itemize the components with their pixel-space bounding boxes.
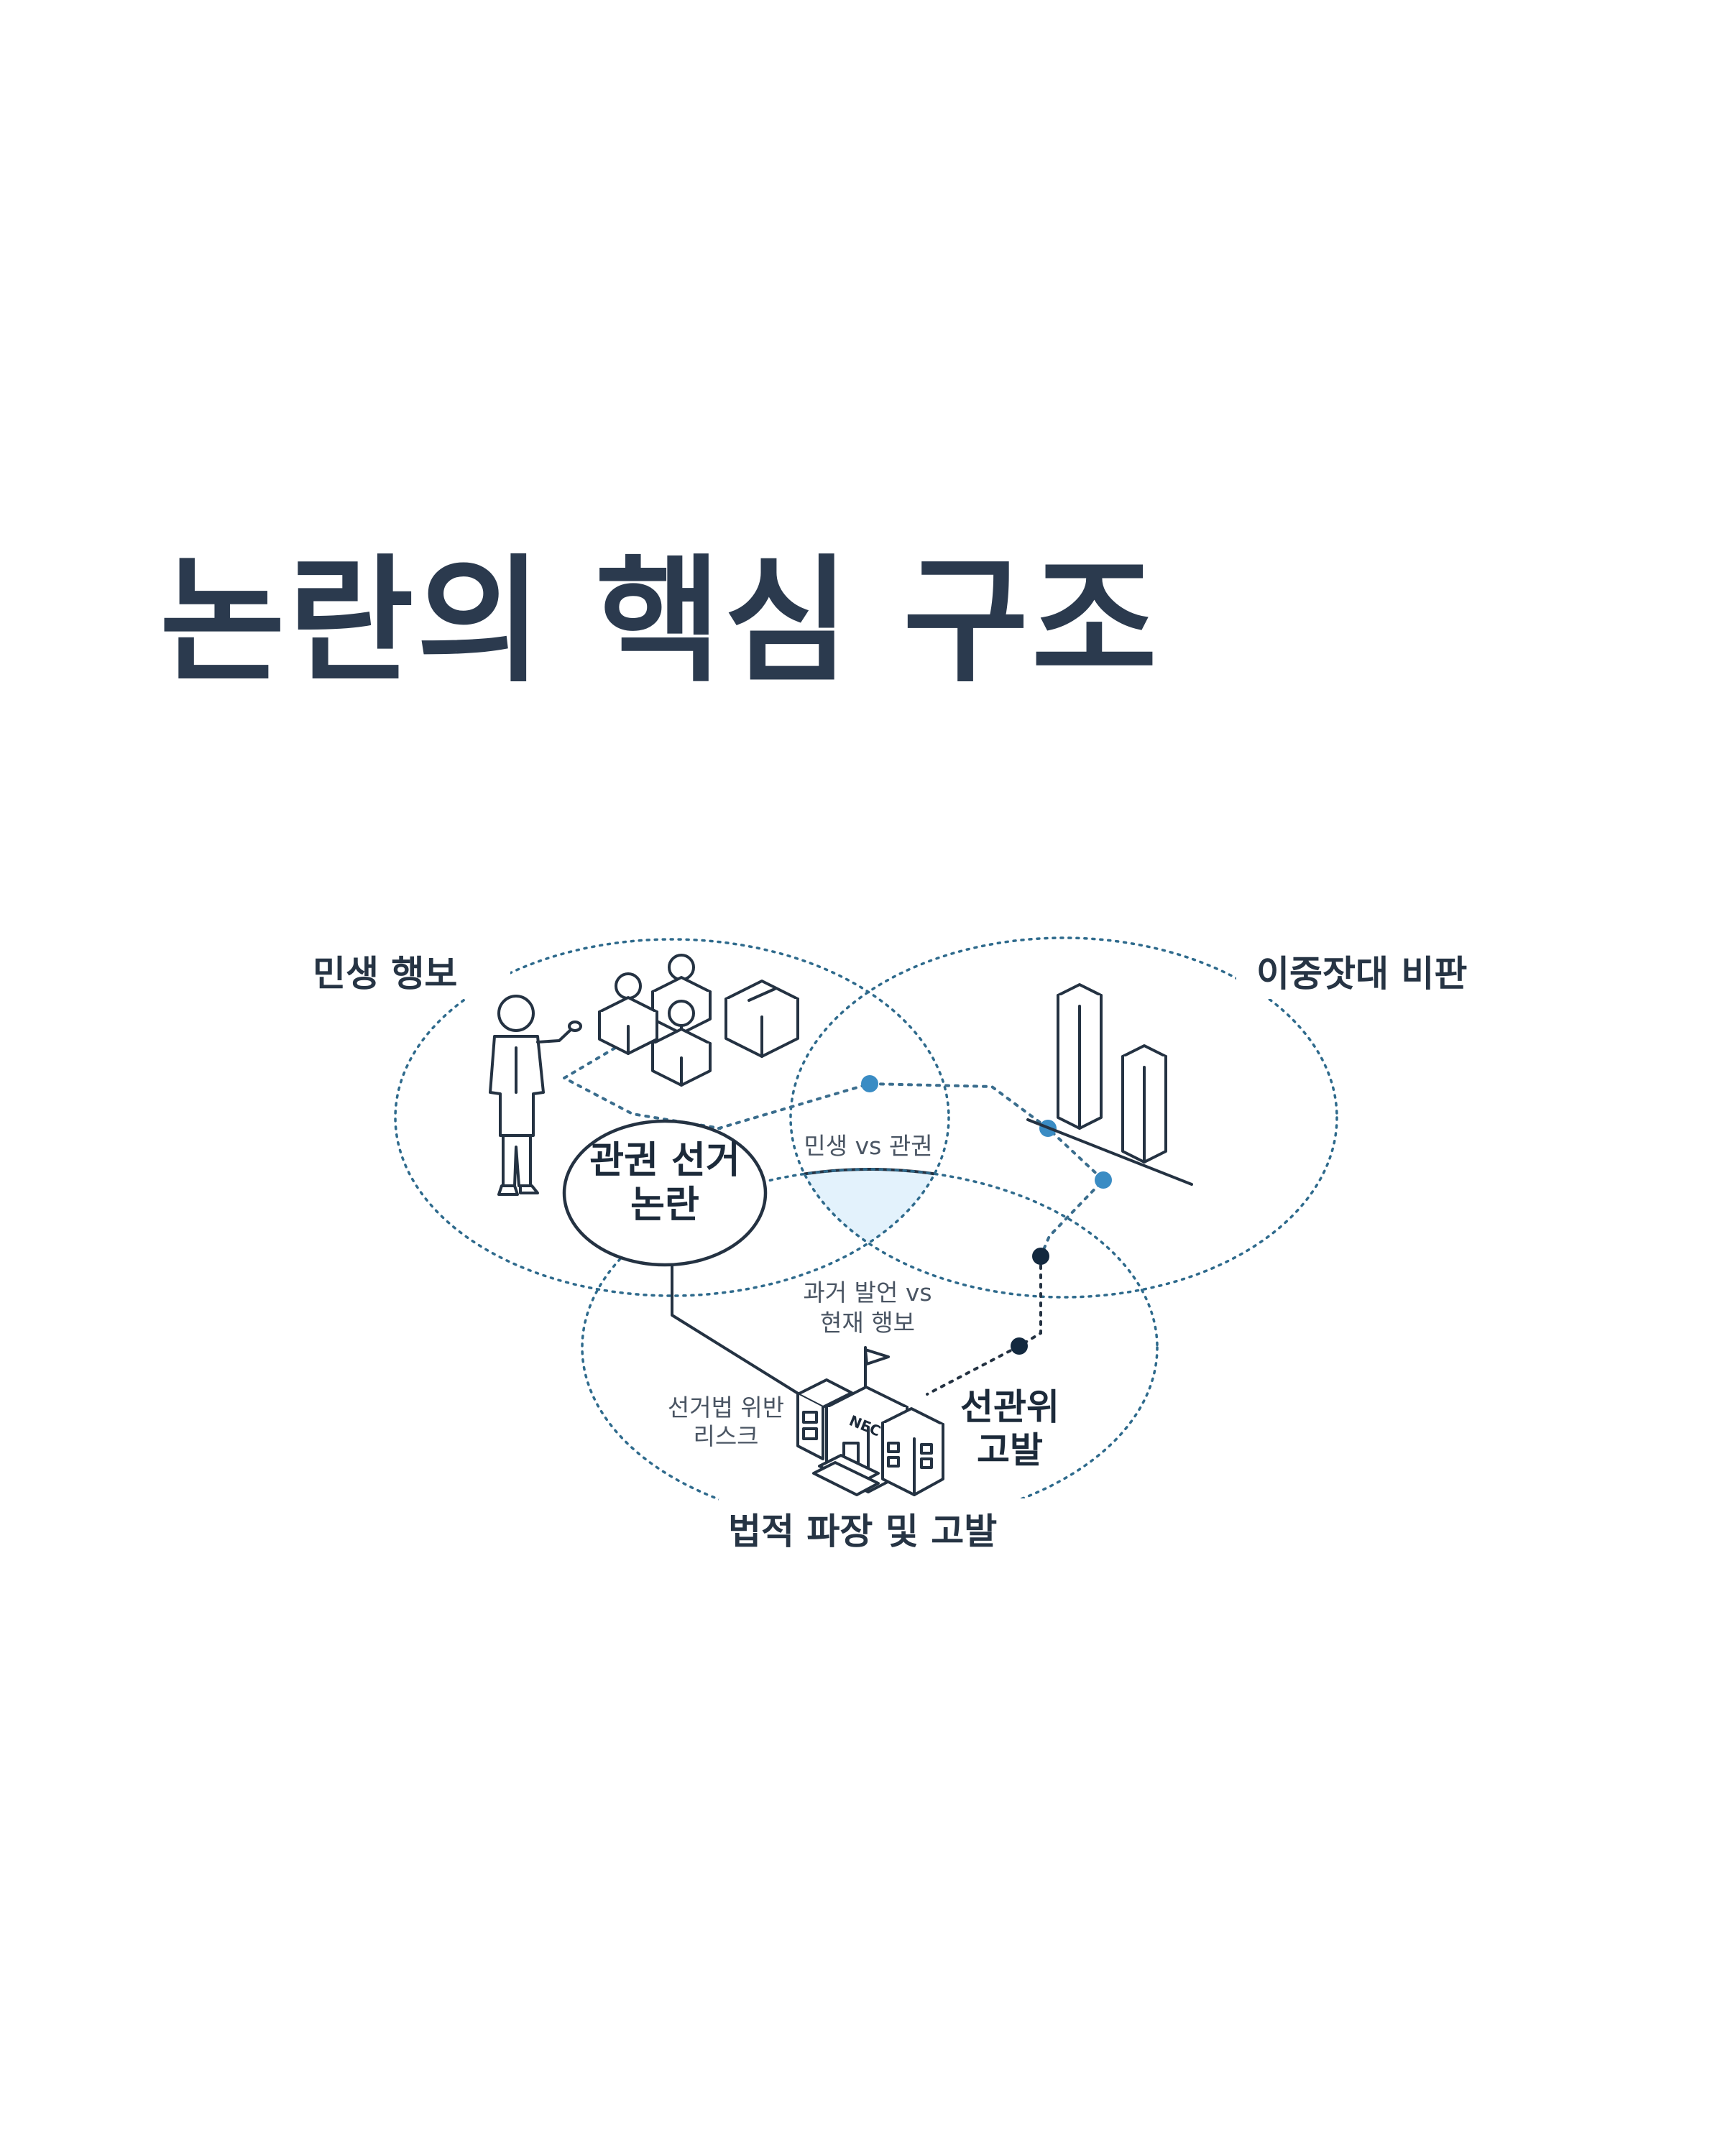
risk-line1: 선거법 위반 [668, 1393, 784, 1422]
core-label-line2: 논란 [630, 1184, 699, 1227]
connector-nec [926, 1255, 1042, 1396]
connector-core-building [671, 1260, 806, 1399]
circle-top-right [789, 936, 1338, 1299]
nec-building-icon: NEC [796, 1346, 944, 1496]
page-title: 논란의 핵심 구조 [160, 542, 1160, 701]
node-dark-1 [1032, 1248, 1049, 1265]
overlap-bottom-line2: 현재 행보 [820, 1309, 915, 1337]
label-livelihood: 민생 행보 [313, 953, 457, 995]
overlap-highlight [791, 1168, 949, 1296]
node-dark-2 [1011, 1337, 1028, 1355]
nec-label-line2: 고발 [977, 1429, 1043, 1471]
core-label-line1: 관권 선거 [589, 1139, 740, 1182]
node-blue-3 [1095, 1171, 1112, 1189]
nec-label-line1: 선관위 [960, 1386, 1059, 1428]
risk-line2: 리스크 [693, 1422, 758, 1450]
overlap-top-label: 민생 vs 관권 [804, 1132, 932, 1160]
people-group-icon [598, 954, 712, 1087]
overlap-bottom-line1: 과거 발언 vs [803, 1279, 932, 1307]
label-double-standard: 이중잣대 비판 [1256, 953, 1467, 995]
presenter-icon [489, 995, 582, 1196]
circle-top-left [394, 938, 950, 1297]
ballot-box-icon [724, 980, 799, 1058]
bar-chart-icon [1026, 983, 1193, 1186]
node-blue-1 [861, 1075, 878, 1092]
core-circle [562, 1119, 768, 1267]
label-legal-fallout: 법적 파장 및 고발 [728, 1511, 997, 1552]
